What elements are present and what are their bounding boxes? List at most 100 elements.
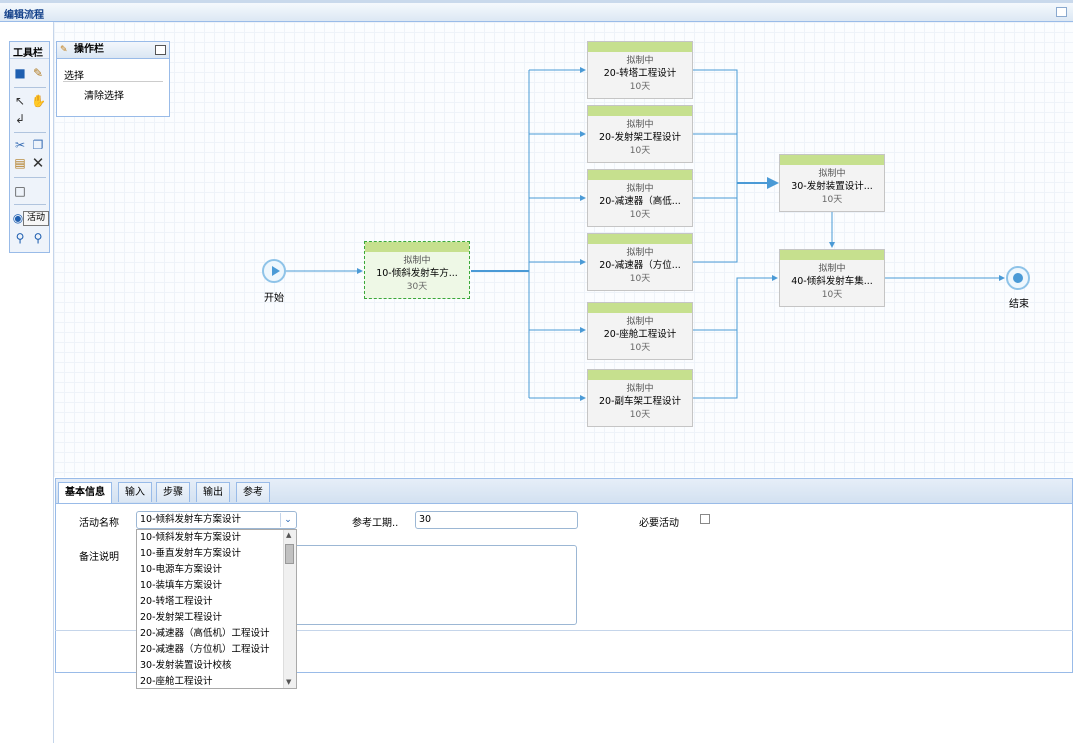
node-status-bar xyxy=(588,106,692,116)
node-status-bar xyxy=(780,250,884,260)
cut-icon[interactable]: ✂ xyxy=(14,138,26,152)
node-status: 拟制中 xyxy=(818,169,846,179)
window-title: 编辑流程 xyxy=(4,10,44,21)
tooltip: 活动 xyxy=(23,211,50,226)
toolbar-separator xyxy=(14,132,46,133)
node-status-bar xyxy=(588,42,692,52)
activity-node[interactable]: 拟制中 20-减速器（方位... 10天 xyxy=(587,233,693,291)
node-name: 20-减速器（高低... xyxy=(599,196,681,207)
node-status: 拟制中 xyxy=(626,184,654,194)
node-duration: 10天 xyxy=(629,274,651,284)
divider xyxy=(63,81,163,82)
toolbar-separator xyxy=(14,177,46,178)
node-duration: 10天 xyxy=(629,146,651,156)
connector xyxy=(693,329,738,399)
window-titlebar: 编辑流程 xyxy=(0,0,1073,22)
node-duration: 10天 xyxy=(821,195,843,205)
delete-icon[interactable]: ✕ xyxy=(31,154,45,172)
dropdown-option[interactable]: 10-电源车方案设计 xyxy=(140,564,223,575)
dropdown-option[interactable]: 30-发射装置设计校核 xyxy=(140,660,232,671)
rectangle-icon[interactable]: □ xyxy=(14,184,26,198)
node-name: 20-副车架工程设计 xyxy=(598,396,682,407)
dropdown-option[interactable]: 20-减速器（方位机）工程设计 xyxy=(140,644,270,655)
dropdown-option[interactable]: 20-转塔工程设计 xyxy=(140,596,213,607)
dropdown-option[interactable]: 10-倾斜发射车方案设计 xyxy=(140,532,242,543)
required-activity-label: 必要活动 xyxy=(639,518,679,529)
maximize-icon[interactable] xyxy=(1056,7,1067,17)
ref-period-input[interactable]: 30 xyxy=(415,511,578,529)
node-status-bar xyxy=(588,370,692,380)
node-name: 20-发射架工程设计 xyxy=(598,132,682,143)
activity-node[interactable]: 拟制中 40-倾斜发射车集... 10天 xyxy=(779,249,885,307)
tab-basic-info[interactable]: 基本信息 xyxy=(58,482,112,503)
activity-name-label: 活动名称 xyxy=(79,518,119,529)
tab-output[interactable]: 输出 xyxy=(196,482,230,502)
node-status: 拟制中 xyxy=(626,317,654,327)
select-label: 选择 xyxy=(64,71,84,82)
node-status: 拟制中 xyxy=(626,120,654,130)
minimize-icon[interactable] xyxy=(155,45,166,55)
dropdown-option[interactable]: 20-发射架工程设计 xyxy=(140,612,223,623)
dropdown-option[interactable]: 20-减速器（高低机）工程设计 xyxy=(140,628,270,639)
activity-name-combo[interactable]: 10-倾斜发射车方案设计 ⌄ xyxy=(136,511,297,529)
activity-node[interactable]: 拟制中 20-发射架工程设计 10天 xyxy=(587,105,693,163)
toolbar-separator xyxy=(14,87,46,88)
activity-node[interactable]: 拟制中 20-转塔工程设计 10天 xyxy=(587,41,693,99)
flow-connectors xyxy=(286,67,1005,401)
zoom-in-icon[interactable]: ⚲ xyxy=(33,231,43,245)
ref-period-label: 参考工期.. xyxy=(352,518,399,529)
activity-name-dropdown[interactable]: 10-倾斜发射车方案设计 10-垂直发射车方案设计 10-电源车方案设计 10-… xyxy=(136,529,297,689)
edit-icon: ✎ xyxy=(60,45,68,55)
ref-period-value: 30 xyxy=(419,514,432,525)
edit-icon[interactable]: ✎ xyxy=(32,66,44,80)
chevron-down-icon[interactable]: ⌄ xyxy=(280,513,295,527)
connector xyxy=(693,69,738,263)
activity-node[interactable]: 拟制中 20-座舱工程设计 10天 xyxy=(587,302,693,360)
note-label: 备注说明 xyxy=(79,552,119,563)
hand-icon[interactable]: ✋ xyxy=(31,94,46,108)
dropdown-option[interactable]: 10-垂直发射车方案设计 xyxy=(140,548,242,559)
scroll-up-icon[interactable]: ▲ xyxy=(286,531,292,539)
paste-icon[interactable]: ▤ xyxy=(14,156,26,170)
connector-icon[interactable]: ↲ xyxy=(14,112,26,126)
scroll-down-icon[interactable]: ▼ xyxy=(286,678,292,686)
node-status-bar xyxy=(780,155,884,165)
node-name: 30-发射装置设计... xyxy=(791,181,873,192)
tab-reference[interactable]: 参考 xyxy=(236,482,270,502)
dropdown-scrollbar[interactable]: ▲ ▼ xyxy=(283,530,296,688)
node-status-bar xyxy=(365,242,469,252)
node-status: 拟制中 xyxy=(626,56,654,66)
save-icon[interactable]: ■ xyxy=(14,66,26,80)
activity-node[interactable]: 拟制中 30-发射装置设计... 10天 xyxy=(779,154,885,212)
required-activity-checkbox[interactable] xyxy=(700,514,710,524)
copy-icon[interactable]: ❐ xyxy=(32,138,44,152)
tab-steps[interactable]: 步骤 xyxy=(156,482,190,502)
node-name: 40-倾斜发射车集... xyxy=(791,276,873,287)
activity-icon[interactable]: ◉ xyxy=(12,211,24,225)
start-event-icon[interactable] xyxy=(262,259,286,283)
flow-canvas[interactable] xyxy=(54,22,1073,477)
end-event-icon[interactable] xyxy=(1006,266,1030,290)
node-duration: 10天 xyxy=(629,210,651,220)
node-duration: 10天 xyxy=(629,343,651,353)
activity-node[interactable]: 拟制中 20-副车架工程设计 10天 xyxy=(587,369,693,427)
end-label: 结束 xyxy=(1009,299,1029,310)
node-status-bar xyxy=(588,234,692,244)
pointer-icon[interactable]: ↖ xyxy=(14,94,26,108)
connector xyxy=(736,275,778,330)
toolbar-separator xyxy=(14,204,46,205)
node-status: 拟制中 xyxy=(818,264,846,274)
dropdown-option[interactable]: 20-座舱工程设计 xyxy=(140,676,213,687)
node-status-bar xyxy=(588,303,692,313)
activity-node[interactable]: 拟制中 10-倾斜发射车方... 30天 xyxy=(364,241,470,299)
node-duration: 30天 xyxy=(406,282,428,292)
scrollbar-thumb[interactable] xyxy=(285,544,294,564)
activity-node[interactable]: 拟制中 20-减速器（高低... 10天 xyxy=(587,169,693,227)
clear-selection-button[interactable]: 清除选择 xyxy=(84,91,124,102)
dropdown-option[interactable]: 10-装填车方案设计 xyxy=(140,580,223,591)
activity-name-value: 10-倾斜发射车方案设计 xyxy=(140,514,242,525)
node-status: 拟制中 xyxy=(403,256,431,266)
zoom-out-icon[interactable]: ⚲ xyxy=(15,231,25,245)
node-status-bar xyxy=(588,170,692,180)
tab-input[interactable]: 输入 xyxy=(118,482,152,502)
